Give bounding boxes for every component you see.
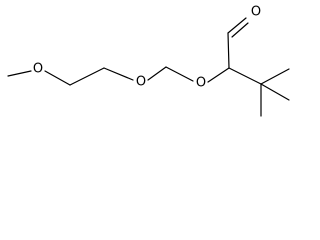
bond-cho-o4-b (231, 22, 249, 38)
atom-labels: O O O O (33, 5, 261, 91)
bond-cho-o4-a (227, 17, 247, 34)
atom-o-ether: O (136, 75, 146, 90)
bond-c5-methyl-side (260, 83, 290, 101)
atom-o-carbonyl: O (251, 5, 261, 20)
atom-o-methoxy: O (33, 62, 43, 77)
bond-c5-methyl-right (260, 68, 290, 85)
molecule-structure: O O O O (7, 5, 290, 117)
bond-c3-o3 (165, 66, 194, 82)
bond-c1-c2 (69, 67, 105, 86)
bond-o1-c1 (44, 70, 71, 86)
bonds (7, 17, 290, 117)
bond-c4-c5 (228, 67, 262, 85)
bond-methyl-o1 (7, 70, 32, 77)
bond-c4-cho (227, 32, 230, 69)
bond-o3-c4 (207, 67, 230, 83)
bond-c2-o2 (103, 67, 134, 81)
bond-o2-c3 (147, 66, 167, 81)
atom-o-acetal: O (196, 76, 206, 91)
